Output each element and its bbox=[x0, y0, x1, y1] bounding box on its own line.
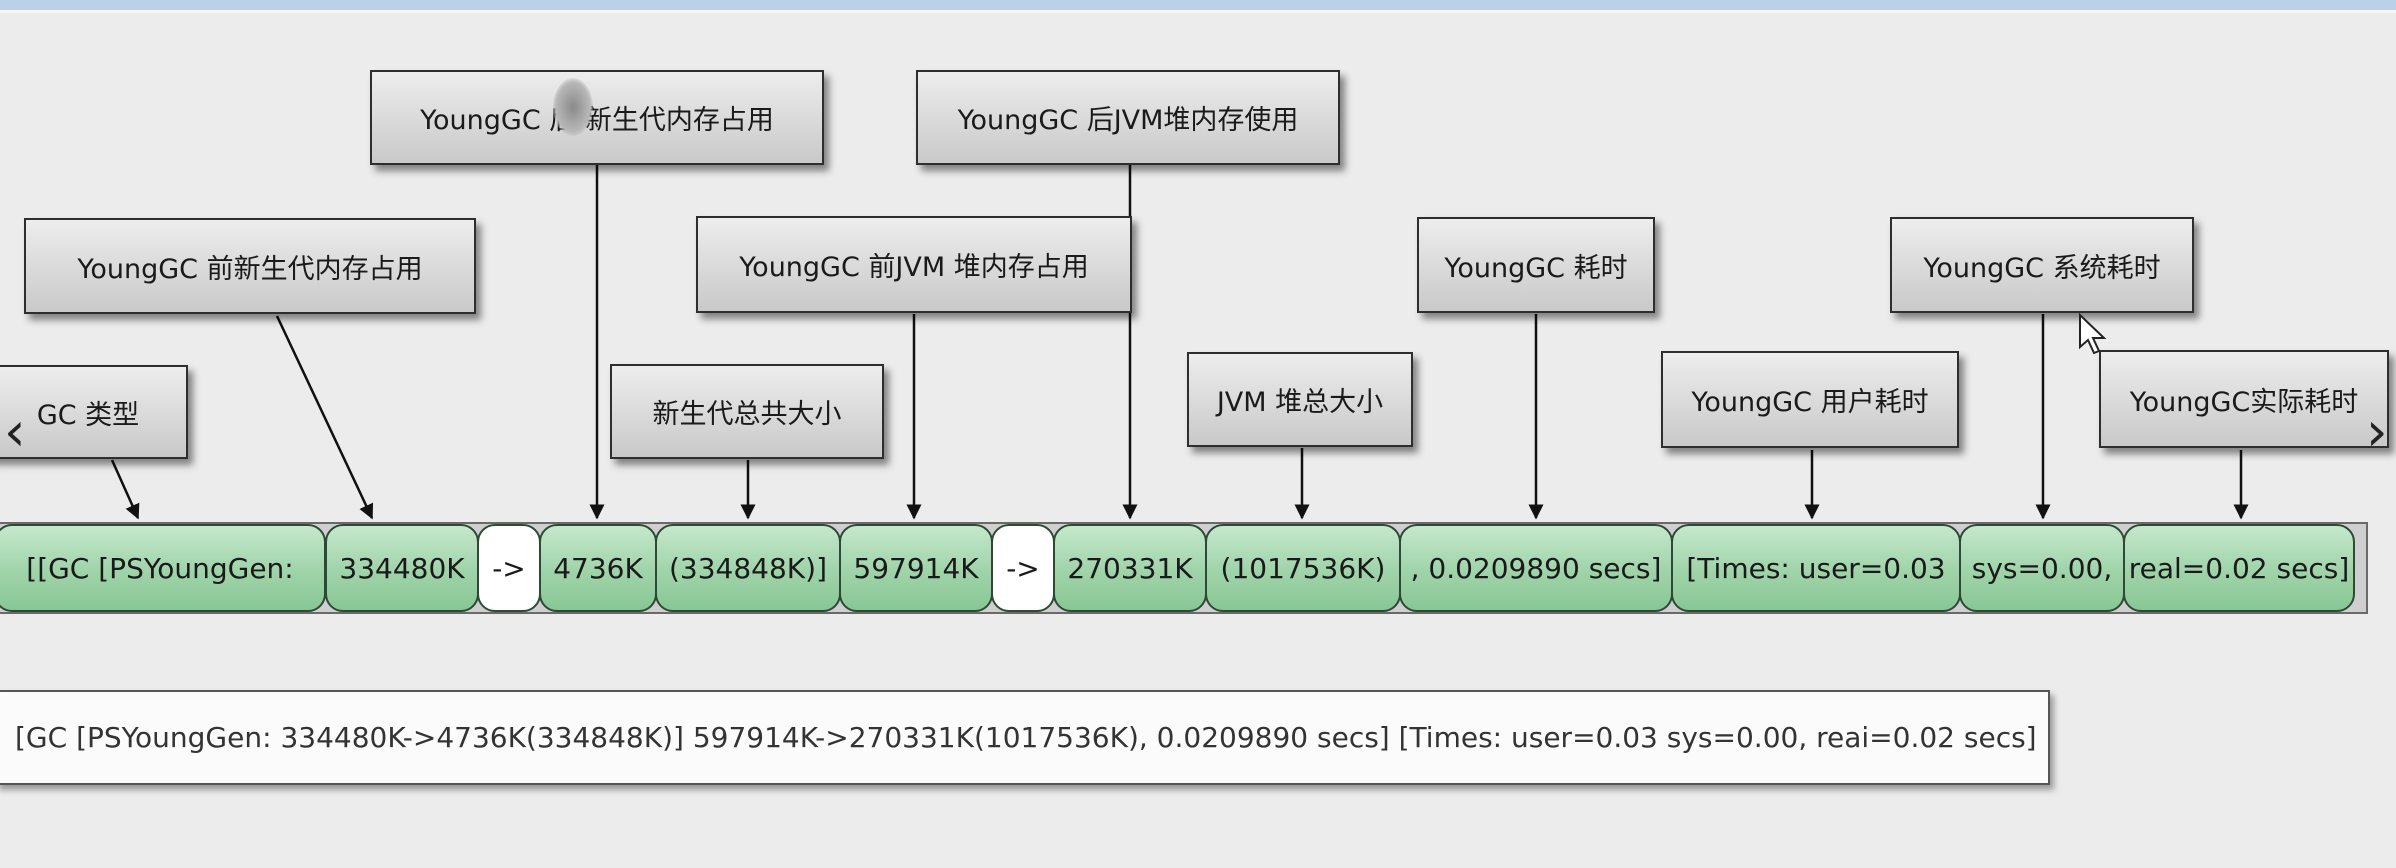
blurred-glyph bbox=[553, 78, 593, 136]
label-sys-time: YoungGC 系统耗时 bbox=[1890, 217, 2194, 313]
segment-gc-time: , 0.0209890 secs] bbox=[1399, 524, 1673, 612]
label-heap-after: YoungGC 后JVM堆内存使用 bbox=[916, 70, 1340, 165]
window-top-divider bbox=[0, 10, 2396, 13]
label-gc-type: GC 类型 bbox=[0, 365, 188, 459]
segment-user-time: [Times: user=0.03 bbox=[1671, 524, 1961, 612]
segment-arrow-2: -> bbox=[991, 524, 1055, 612]
label-user-time: YoungGC 用户耗时 bbox=[1661, 351, 1959, 448]
label-young-after: YoungGC 后 新生代内存占用 bbox=[370, 70, 824, 165]
label-gc-time: YoungGC 耗时 bbox=[1417, 217, 1655, 313]
segment-heap-total: (1017536K) bbox=[1205, 524, 1401, 612]
segment-arrow-1: -> bbox=[477, 524, 541, 612]
next-slide-icon[interactable]: › bbox=[2366, 400, 2388, 463]
segment-heap-after: 270331K bbox=[1053, 524, 1207, 612]
segment-sys-time: sys=0.00, bbox=[1959, 524, 2125, 612]
label-heap-before: YoungGC 前JVM 堆内存占用 bbox=[696, 216, 1132, 313]
label-real-time: YoungGC实际耗时 bbox=[2099, 350, 2389, 448]
segment-heap-before: 597914K bbox=[839, 524, 993, 612]
label-heap-total: JVM 堆总大小 bbox=[1187, 352, 1413, 447]
prev-slide-icon[interactable]: ‹ bbox=[4, 400, 26, 463]
window-top-border bbox=[0, 0, 2396, 10]
gc-log-line: [GC [PSYoungGen: 334480K->4736K(334848K)… bbox=[0, 690, 2050, 785]
arrow-young-before bbox=[275, 315, 374, 520]
label-young-total: 新生代总共大小 bbox=[610, 364, 884, 459]
mouse-cursor-icon bbox=[2079, 313, 2107, 355]
arrow-gc-type bbox=[110, 459, 140, 520]
segment-real-time: real=0.02 secs] bbox=[2123, 524, 2355, 612]
segment-gc-prefix: [[GC [PSYoungGen: bbox=[0, 524, 326, 612]
segment-young-before: 334480K bbox=[325, 524, 479, 612]
segment-young-total: (334848K)] bbox=[655, 524, 841, 612]
label-young-before: YoungGC 前新生代内存占用 bbox=[24, 218, 476, 314]
segment-young-after: 4736K bbox=[539, 524, 657, 612]
